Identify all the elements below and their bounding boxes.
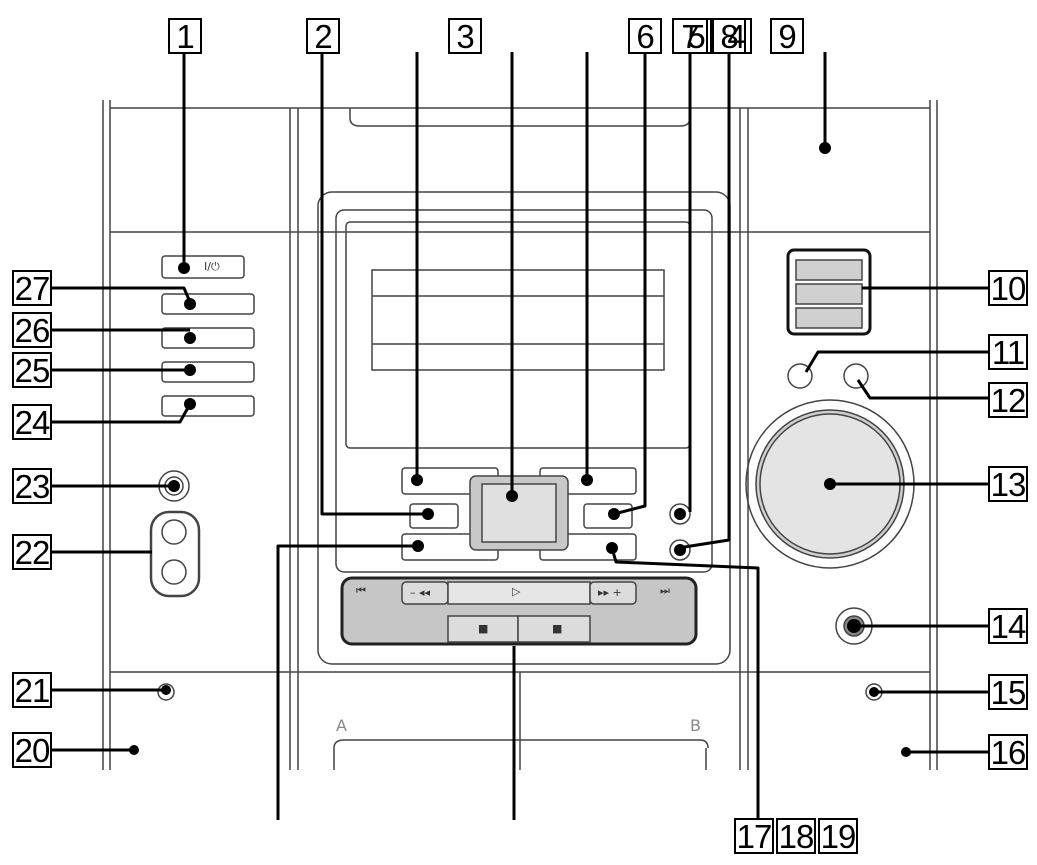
callout-12: 12 — [988, 382, 1028, 418]
callout-18: 18 — [776, 818, 816, 854]
stop-b-glyph: ■ — [552, 622, 563, 635]
stop-a-glyph: ■ — [478, 622, 489, 635]
callout-3: 3 — [448, 18, 482, 54]
callout-5: 5 — [682, 18, 712, 54]
callout-4: 4 — [722, 18, 752, 54]
callout-2: 2 — [306, 18, 340, 54]
callout-26: 26 — [12, 312, 52, 348]
play-glyph: ▷ — [512, 585, 521, 598]
callout-16: 16 — [988, 734, 1028, 770]
deck-b-label: B — [690, 716, 701, 735]
callout-6: 6 — [628, 18, 662, 54]
callout-10: 10 — [988, 270, 1028, 306]
callout-9: 9 — [770, 18, 804, 54]
callout-19: 19 — [818, 818, 858, 854]
rewind-glyph: – ◂◂ — [410, 586, 431, 599]
callout-7: 7 — [672, 18, 708, 54]
callout-8: 8 — [712, 18, 746, 54]
callout-25: 25 — [12, 352, 52, 388]
power-symbol-label: I/⏻ — [204, 260, 220, 273]
callout-22: 22 — [12, 534, 52, 570]
callout-1: 1 — [168, 18, 202, 54]
callout-11: 11 — [988, 334, 1028, 370]
next-track-glyph: ⏭ — [660, 584, 670, 597]
callout-23: 23 — [12, 468, 52, 504]
callout-14: 14 — [988, 608, 1028, 644]
prev-track-glyph: ⏮ — [356, 584, 366, 597]
callout-13: 13 — [988, 466, 1028, 502]
callout-24: 24 — [12, 404, 52, 440]
fast-forward-glyph: ▸▸ + — [598, 586, 622, 599]
deck-a-label: A — [336, 716, 347, 735]
callout-27: 27 — [12, 270, 52, 306]
callout-17: 17 — [734, 818, 774, 854]
callout-20: 20 — [12, 732, 52, 768]
callout-15: 15 — [988, 674, 1028, 710]
callout-21: 21 — [12, 672, 52, 708]
